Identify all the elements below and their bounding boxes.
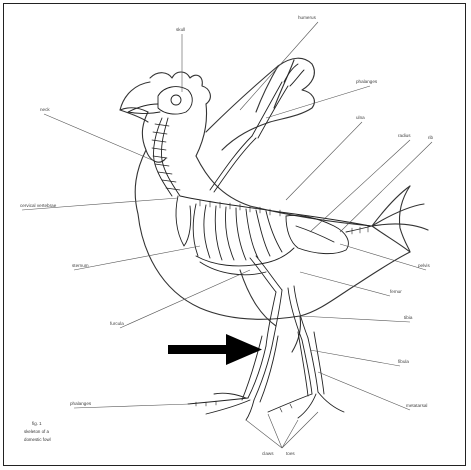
caption-line-2: skeleton of a xyxy=(24,429,49,434)
label-neck: neck xyxy=(40,107,50,112)
caption-line-1: fig. 1 xyxy=(32,421,42,426)
skeleton xyxy=(128,64,372,420)
label-radius: radius xyxy=(398,133,411,138)
label-humerus: humerus xyxy=(298,15,317,20)
pointer-arrow xyxy=(168,334,262,365)
caption: fig. 1 skeleton of a domestic fowl xyxy=(24,421,51,442)
label-pelvis: pelvis xyxy=(418,263,430,268)
body-outline xyxy=(120,58,428,352)
label-claws: claws xyxy=(262,451,274,456)
label-fibula: fibula xyxy=(398,359,409,364)
label-toes: toes xyxy=(286,451,295,456)
label-ulna: ulna xyxy=(356,115,365,120)
label-tibia: tibia xyxy=(404,315,413,320)
caption-line-3: domestic fowl xyxy=(24,437,51,442)
label-skull: skull xyxy=(176,27,185,32)
label-phalanges-wing: phalanges xyxy=(356,79,378,84)
label-rib: rib xyxy=(428,135,434,140)
label-sternum: sternum xyxy=(72,263,89,268)
label-metatarsal: metatarsal xyxy=(406,403,427,408)
label-furcula: furcula xyxy=(110,321,124,326)
label-phalanges: phalanges xyxy=(70,401,92,406)
label-femur: femur xyxy=(390,289,402,294)
label-cervical: cervical vertebrae xyxy=(20,203,57,208)
